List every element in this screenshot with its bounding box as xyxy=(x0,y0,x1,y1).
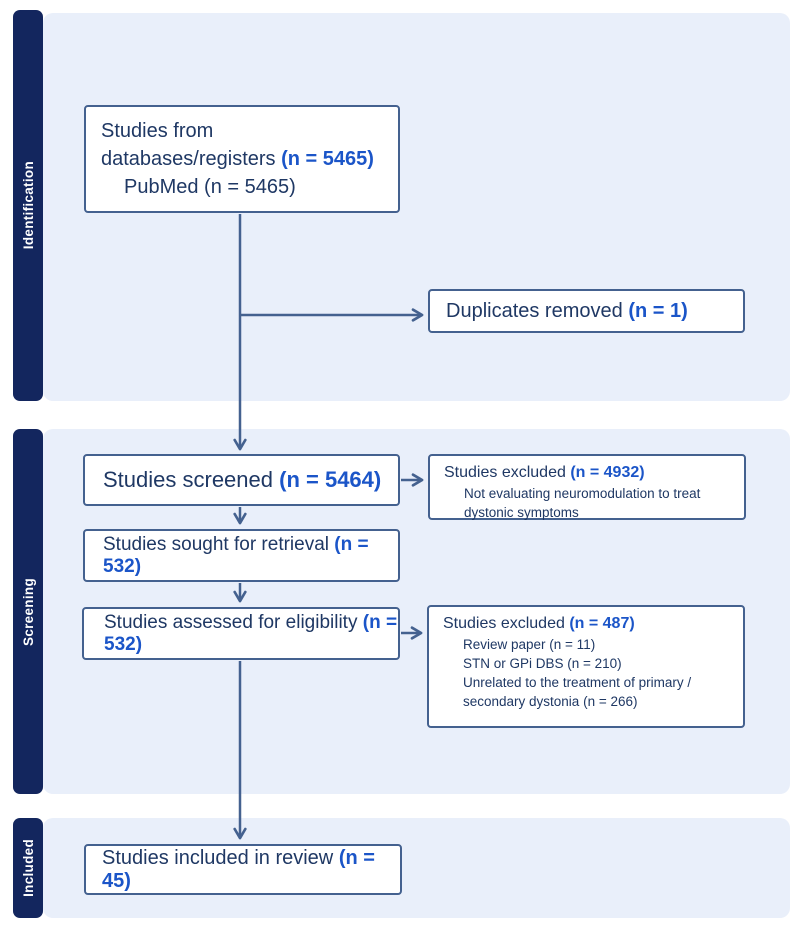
box-heading: Studies excluded (n = 487) xyxy=(443,615,635,632)
exclusion-reason: STN or GPi DBS (n = 210) xyxy=(463,656,622,671)
stage-bar-screening: Screening xyxy=(13,429,43,794)
box-duplicates-removed: Duplicates removed (n = 1) xyxy=(428,289,745,333)
count-value: (n = 1) xyxy=(628,299,688,322)
box-studies-included: Studies included in review (n = 45) xyxy=(84,844,402,895)
count-value: (n = 532) xyxy=(103,533,369,577)
exclusion-reason: Unrelated to the treatment of primary / … xyxy=(463,675,692,709)
count-value: (n = 5465) xyxy=(281,148,374,170)
count-value: (n = 4932) xyxy=(570,464,645,481)
box-sub-line: PubMed (n = 5465) xyxy=(124,176,296,198)
count-value: (n = 45) xyxy=(102,846,375,892)
count-value: (n = 532) xyxy=(104,611,398,655)
count-value: (n = 487) xyxy=(569,615,635,632)
box-studies-from-databases: Studies from databases/registers (n = 54… xyxy=(84,105,400,213)
box-text-line: Studies assessed for eligibility (n = 53… xyxy=(104,611,398,655)
stage-bar-included: Included xyxy=(13,818,43,918)
box-text-line: Duplicates removed (n = 1) xyxy=(446,299,688,322)
exclusion-reason: Not evaluating neuromodulation to treat … xyxy=(464,486,701,520)
box-text-line: Studies sought for retrieval (n = 532) xyxy=(103,533,369,577)
count-value: (n = 5464) xyxy=(279,467,382,492)
stage-label-included: Included xyxy=(20,839,36,897)
stage-bar-identification: Identification xyxy=(13,10,43,401)
stage-label-screening: Screening xyxy=(20,577,36,646)
box-studies-sought: Studies sought for retrieval (n = 532) xyxy=(83,529,400,582)
box-text-line: Studies from xyxy=(101,120,214,142)
box-heading: Studies excluded (n = 4932) xyxy=(444,464,645,481)
box-text-line: Studies screened (n = 5464) xyxy=(103,467,382,492)
exclusion-reason: Review paper (n = 11) xyxy=(463,637,596,652)
stage-label-identification: Identification xyxy=(20,161,36,250)
box-studies-excluded-screening: Studies excluded (n = 4932) Not evaluati… xyxy=(428,454,746,520)
box-studies-assessed: Studies assessed for eligibility (n = 53… xyxy=(82,607,400,660)
box-studies-excluded-eligibility: Studies excluded (n = 487) Review paper … xyxy=(427,605,745,728)
box-text-line: Studies included in review (n = 45) xyxy=(102,846,375,892)
box-studies-screened: Studies screened (n = 5464) xyxy=(83,454,400,506)
box-text-line: databases/registers (n = 5465) xyxy=(101,148,374,170)
